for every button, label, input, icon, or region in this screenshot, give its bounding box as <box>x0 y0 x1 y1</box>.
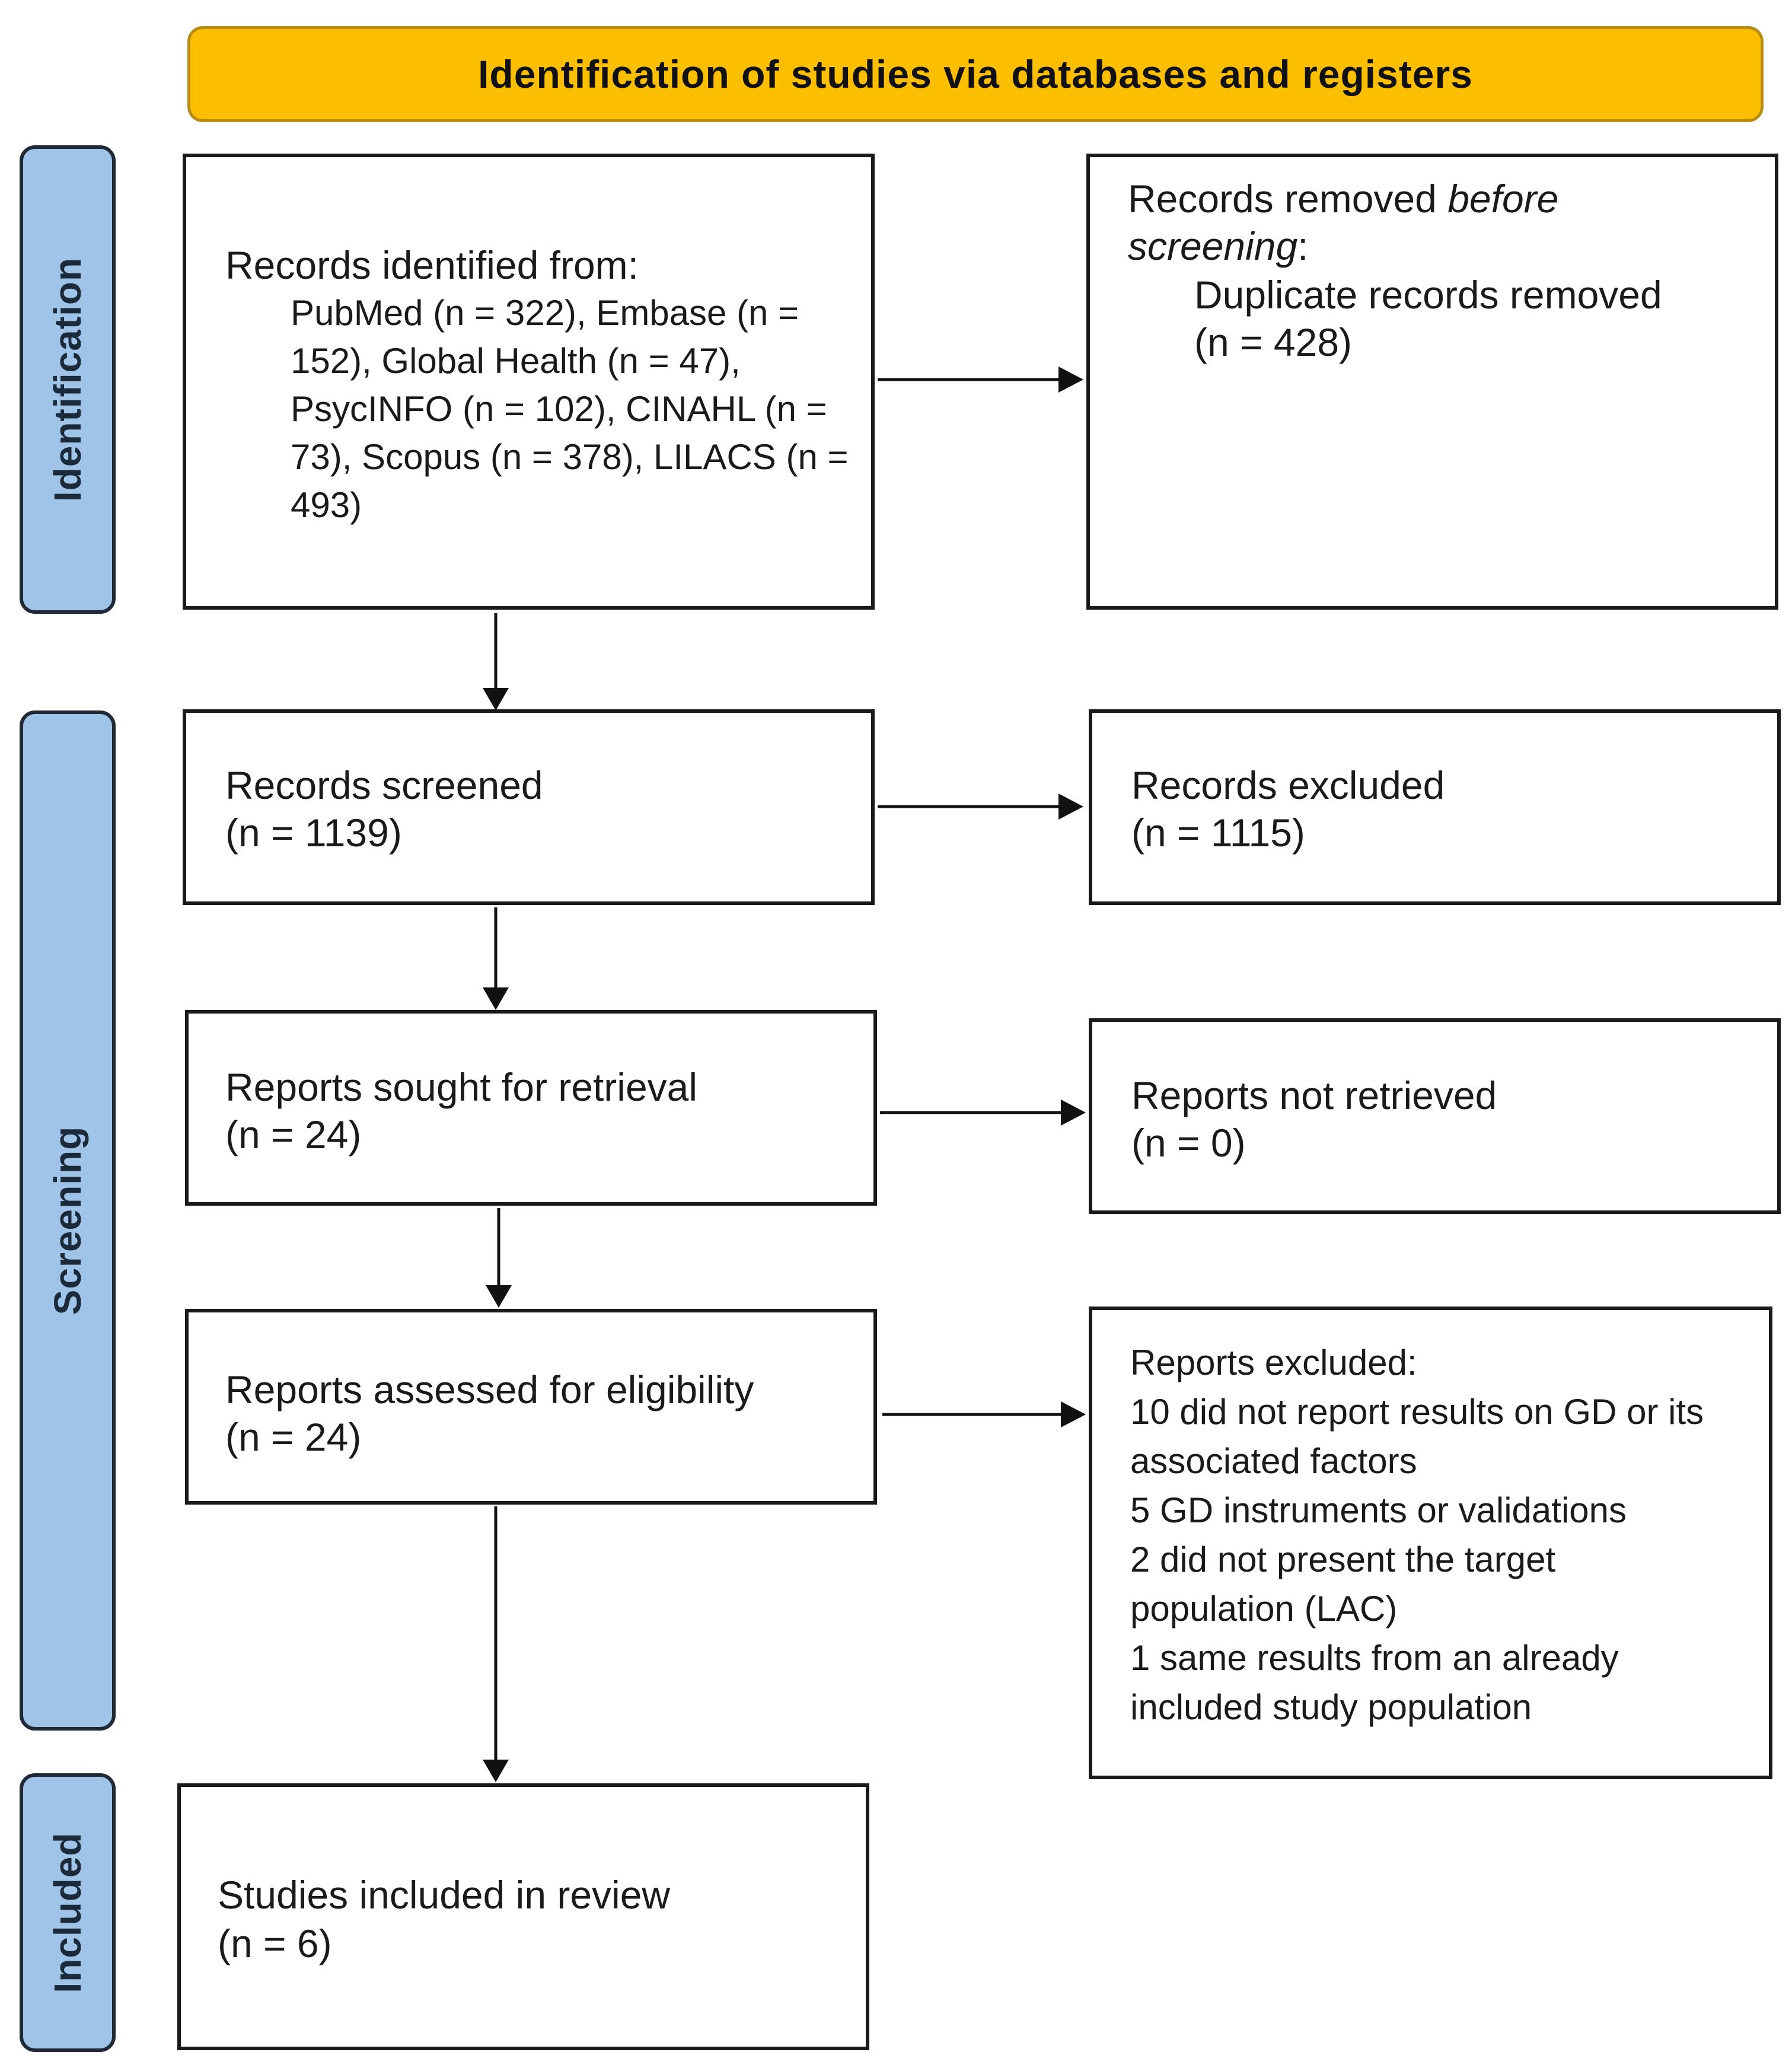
reports-excluded-heading: Reports excluded: <box>1130 1343 1417 1382</box>
records-identified-box: Records identified from: PubMed (n = 322… <box>183 154 875 610</box>
records-excluded-count: (n = 1115) <box>1131 811 1305 855</box>
arrow-head <box>1058 794 1083 820</box>
phase-included: Included <box>20 1773 116 2052</box>
reports-excluded-reason: 10 did not report results on GD or its <box>1130 1392 1704 1432</box>
records-identified-line: 493) <box>291 485 362 525</box>
records-screened-box: Records screened (n = 1139) <box>183 709 875 905</box>
records-identified-heading: Records identified from: <box>225 243 639 287</box>
reports-excluded-reason: 2 did not present the target <box>1130 1540 1556 1579</box>
reports-excluded-reason: population (LAC) <box>1130 1589 1398 1629</box>
records-identified-line: PsycINFO (n = 102), CINAHL (n = <box>291 389 827 429</box>
records-identified-line: 73), Scopus (n = 378), LILACS (n = <box>291 437 849 477</box>
duplicate-records-label: Duplicate records removed <box>1194 273 1662 317</box>
studies-included-box: Studies included in review (n = 6) <box>177 1783 869 2050</box>
reports-not-retrieved-count: (n = 0) <box>1131 1121 1246 1165</box>
header-title: Identification of studies via databases … <box>478 52 1473 96</box>
reports-not-retrieved-label: Reports not retrieved <box>1131 1073 1497 1117</box>
arrow-head <box>483 987 509 1010</box>
studies-included-count: (n = 6) <box>218 1922 332 1965</box>
duplicate-records-count: (n = 428) <box>1194 320 1352 364</box>
records-excluded-box: Records excluded (n = 1115) <box>1089 709 1781 905</box>
reports-excluded-reason: 5 GD instruments or validations <box>1130 1490 1627 1530</box>
arrow-head <box>483 1760 509 1782</box>
arrow-head <box>1061 1401 1086 1427</box>
reports-sought-count: (n = 24) <box>225 1113 362 1156</box>
reports-not-retrieved-box: Reports not retrieved (n = 0) <box>1089 1018 1781 1214</box>
arrow-head <box>483 688 509 710</box>
phase-identification: Identification <box>20 145 116 614</box>
reports-sought-box: Reports sought for retrieval (n = 24) <box>185 1010 877 1206</box>
reports-excluded-box: Reports excluded: 10 did not report resu… <box>1089 1307 1772 1779</box>
phase-screening: Screening <box>20 710 116 1731</box>
arrow-head <box>1058 367 1083 393</box>
records-screened-count: (n = 1139) <box>225 811 402 855</box>
arrow-head <box>486 1285 512 1308</box>
records-removed-heading-line2: screening: <box>1128 224 1309 268</box>
records-identified-line: 152), Global Health (n = 47), <box>291 341 741 381</box>
records-identified-line: PubMed (n = 322), Embase (n = <box>291 293 799 333</box>
studies-included-label: Studies included in review <box>218 1873 671 1917</box>
records-screened-label: Records screened <box>225 763 543 807</box>
reports-assessed-count: (n = 24) <box>225 1415 362 1459</box>
records-removed-box: Records removed before screening: Duplic… <box>1086 154 1778 610</box>
records-excluded-label: Records excluded <box>1131 763 1445 807</box>
reports-sought-label: Reports sought for retrieval <box>225 1065 698 1109</box>
arrow-head <box>1061 1100 1086 1126</box>
reports-assessed-box: Reports assessed for eligibility (n = 24… <box>185 1309 877 1505</box>
reports-excluded-reason: 1 same results from an already <box>1130 1638 1619 1678</box>
records-removed-heading-line1: Records removed before <box>1128 177 1559 221</box>
header-banner: Identification of studies via databases … <box>187 26 1764 122</box>
reports-excluded-reason: associated factors <box>1130 1441 1417 1481</box>
reports-excluded-reason: included study population <box>1130 1687 1532 1727</box>
reports-assessed-label: Reports assessed for eligibility <box>225 1368 754 1411</box>
